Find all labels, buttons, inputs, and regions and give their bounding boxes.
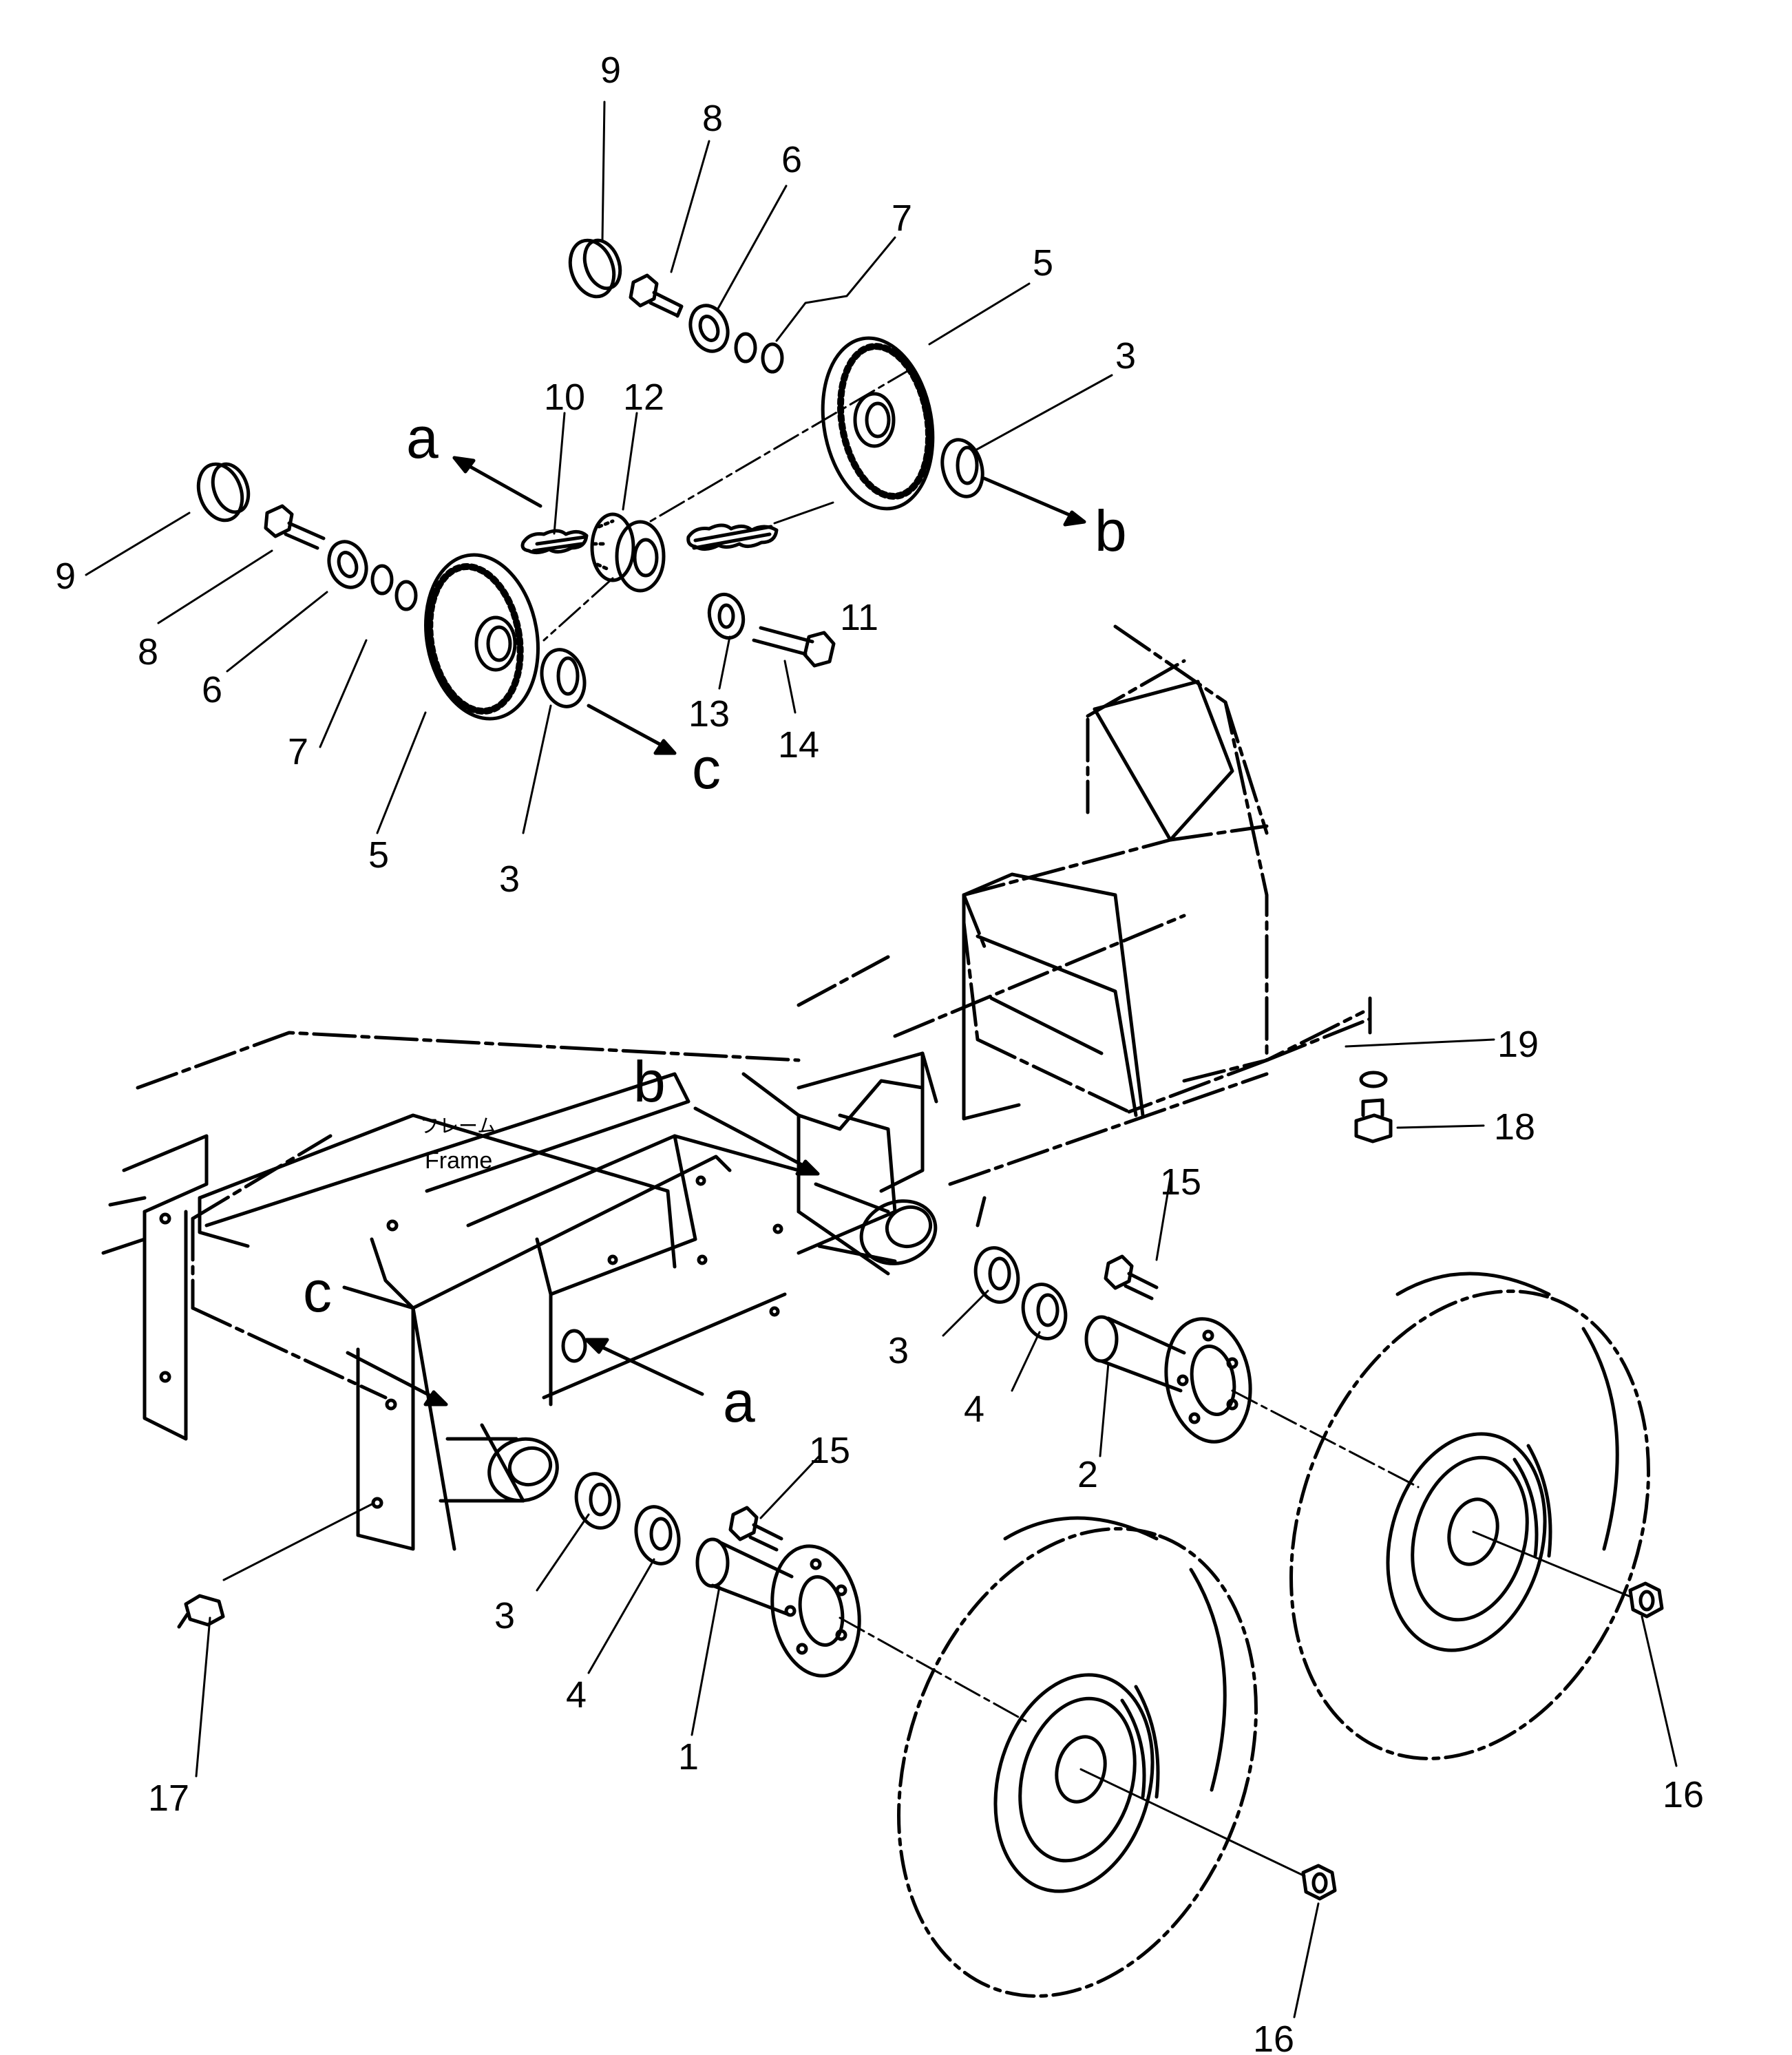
view-arrow-c-upper bbox=[587, 704, 677, 755]
callout-2: 2 bbox=[1077, 1454, 1098, 1495]
callout-15-front: 15 bbox=[809, 1430, 850, 1471]
view-marker-a-upper: a bbox=[406, 405, 439, 470]
callout-4-front: 4 bbox=[566, 1674, 587, 1716]
view-arrow-b-upper bbox=[982, 476, 1086, 527]
axle-part-2 bbox=[1084, 1315, 1252, 1444]
nut-part-16-front bbox=[1301, 1864, 1337, 1901]
collar-part-6-upper bbox=[688, 304, 730, 353]
leader-lines-lower bbox=[195, 1038, 1678, 2019]
callout-8-lower: 8 bbox=[138, 631, 158, 673]
plug-part-18 bbox=[1354, 1098, 1393, 1144]
view-arrow-a-frame bbox=[584, 1338, 704, 1396]
bearing-part-3-front bbox=[574, 1472, 621, 1530]
callout-18: 18 bbox=[1494, 1106, 1535, 1148]
callout-19: 19 bbox=[1497, 1024, 1539, 1065]
view-arrow-b-frame bbox=[693, 1106, 820, 1176]
callout-14: 14 bbox=[778, 724, 819, 766]
bearing-part-3-upper bbox=[940, 438, 984, 498]
bolt-part-15-front bbox=[728, 1506, 783, 1552]
chain-part-10 bbox=[520, 529, 589, 555]
chain-part-11 bbox=[686, 523, 779, 551]
callout-3-upper: 3 bbox=[1115, 335, 1136, 377]
callout-17: 17 bbox=[148, 1778, 189, 1819]
axle-part-1 bbox=[695, 1537, 861, 1678]
wheel-rear bbox=[1289, 1272, 1650, 1760]
shims-part-7-upper bbox=[734, 332, 784, 374]
callout-3-lower: 3 bbox=[499, 858, 520, 900]
collar-part-6-lower bbox=[327, 540, 368, 589]
callout-9-upper: 9 bbox=[600, 50, 621, 91]
view-marker-b-frame: b bbox=[633, 1049, 666, 1114]
callout-16-front: 16 bbox=[1253, 2019, 1294, 2055]
frame-label-jp: フレーム bbox=[420, 1115, 496, 1137]
seal-part-4-front bbox=[634, 1505, 681, 1566]
callout-13: 13 bbox=[688, 693, 730, 735]
callout-5-upper: 5 bbox=[1033, 242, 1053, 284]
snap-ring-part-9-upper bbox=[568, 238, 622, 299]
callout-15-rear: 15 bbox=[1160, 1161, 1201, 1203]
bolt-part-14 bbox=[752, 626, 836, 668]
callout-10: 10 bbox=[544, 377, 585, 418]
callout-9-lower: 9 bbox=[55, 556, 76, 597]
view-arrow-a-upper bbox=[452, 456, 542, 508]
callout-12: 12 bbox=[623, 377, 664, 418]
view-marker-b-upper: b bbox=[1095, 498, 1127, 563]
callout-4-rear: 4 bbox=[964, 1389, 984, 1430]
snap-ring-part-9-lower bbox=[196, 462, 251, 523]
bearing-part-3-lower bbox=[540, 648, 587, 708]
seal-part-4-rear bbox=[1021, 1283, 1068, 1340]
callout-8-upper: 8 bbox=[702, 98, 723, 139]
sprocket-part-5-lower bbox=[424, 553, 540, 721]
frame-outline bbox=[136, 624, 1372, 1400]
bearing-part-3-rear bbox=[973, 1246, 1020, 1304]
callout-6-lower: 6 bbox=[202, 669, 222, 710]
collar-part-13 bbox=[707, 592, 746, 640]
callout-3-rear: 3 bbox=[888, 1330, 909, 1371]
view-marker-a-frame: a bbox=[723, 1369, 755, 1434]
callout-7-upper: 7 bbox=[892, 198, 912, 239]
callout-6-upper: 6 bbox=[781, 139, 802, 180]
double-sprocket-part-12 bbox=[590, 512, 666, 593]
leader-lines-upper bbox=[85, 101, 1113, 834]
bolt-part-15-rear bbox=[1104, 1254, 1159, 1300]
bolt-part-8-upper bbox=[629, 273, 684, 318]
shims-part-7-lower bbox=[370, 564, 418, 611]
callout-labels: 9 8 6 7 5 3 10 12 11 9 8 6 7 5 3 13 14 1… bbox=[55, 50, 1704, 2055]
view-arrow-c-frame bbox=[346, 1351, 448, 1406]
bolt-part-8-lower bbox=[264, 504, 326, 550]
callout-11: 11 bbox=[840, 597, 878, 638]
callout-5-lower: 5 bbox=[368, 834, 389, 876]
o-ring-part-19 bbox=[1359, 1071, 1388, 1088]
callout-16-rear: 16 bbox=[1663, 1774, 1704, 1815]
callout-1: 1 bbox=[678, 1736, 699, 1778]
nut-part-16-rear bbox=[1628, 1581, 1664, 1619]
frame-body bbox=[101, 679, 1234, 1551]
view-marker-c-frame: c bbox=[303, 1259, 332, 1324]
frame-label-en: Frame bbox=[425, 1148, 492, 1174]
wheel-front bbox=[897, 1516, 1258, 1998]
view-marker-c-upper: c bbox=[692, 736, 721, 801]
callout-7-lower: 7 bbox=[288, 731, 308, 772]
sprocket-part-5-upper bbox=[821, 336, 935, 511]
frame-bosses bbox=[159, 1175, 938, 1509]
callout-3-front: 3 bbox=[494, 1595, 515, 1636]
grease-fitting-part-17 bbox=[177, 1594, 225, 1629]
